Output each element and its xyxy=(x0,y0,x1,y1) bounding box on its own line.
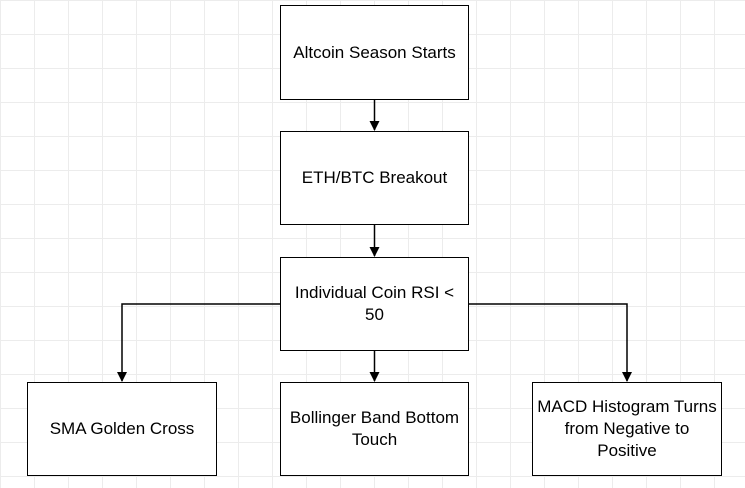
arrow-n3-n4 xyxy=(117,303,280,382)
node-individual-coin-rsi: Individual Coin RSI < 50 xyxy=(280,257,469,351)
node-label: Bollinger Band Bottom Touch xyxy=(289,408,460,449)
node-label: Individual Coin RSI < 50 xyxy=(294,283,455,324)
node-eth-btc-breakout: ETH/BTC Breakout xyxy=(280,131,469,225)
node-bollinger-band-bottom-touch: Bollinger Band Bottom Touch xyxy=(280,382,469,476)
node-label: MACD Histogram Turns from Negative to Po… xyxy=(537,397,717,460)
node-sma-golden-cross: SMA Golden Cross xyxy=(27,382,217,476)
node-altcoin-season-starts: Altcoin Season Starts xyxy=(280,5,469,100)
arrow-n3-n6 xyxy=(469,303,632,382)
node-label: ETH/BTC Breakout xyxy=(301,168,448,187)
node-macd-histogram: MACD Histogram Turns from Negative to Po… xyxy=(532,382,722,476)
node-label: Altcoin Season Starts xyxy=(293,42,456,62)
node-label: SMA Golden Cross xyxy=(49,419,195,438)
